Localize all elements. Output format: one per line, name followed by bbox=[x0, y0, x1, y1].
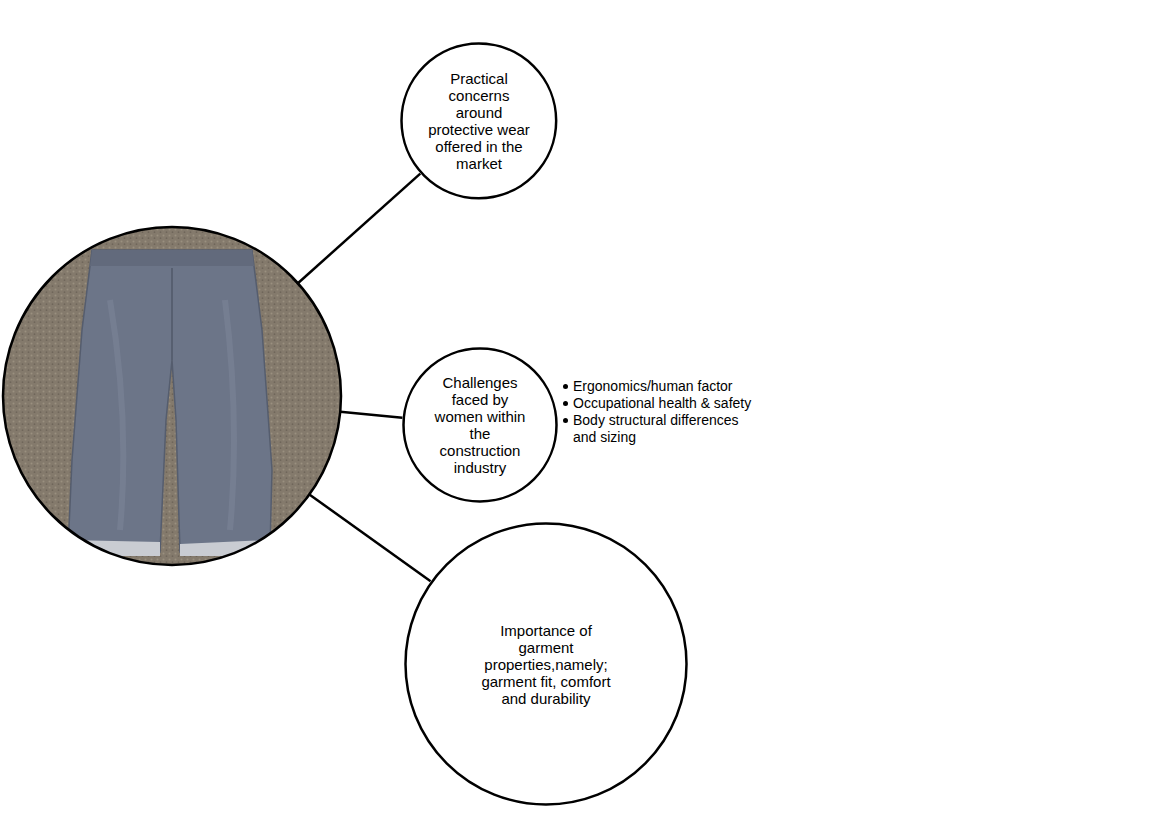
circle-shape bbox=[406, 524, 687, 805]
bullet-item: Body structural differences and sizing bbox=[562, 412, 758, 446]
bullet-item: Occupational health & safety bbox=[562, 395, 758, 412]
bullet-list: Ergonomics/human factorOccupational heal… bbox=[562, 378, 758, 446]
bullet-dot bbox=[563, 384, 568, 389]
bullet-dot bbox=[563, 418, 568, 423]
topic-circle: Importance of garment properties,namely;… bbox=[404, 522, 688, 806]
connector-line bbox=[340, 412, 402, 418]
circle-shape bbox=[404, 349, 557, 502]
connector-line bbox=[298, 174, 420, 284]
bullet-text: Body structural differences and sizing bbox=[573, 412, 739, 445]
bullet-item: Ergonomics/human factor bbox=[562, 378, 758, 395]
circle-shape bbox=[402, 44, 557, 199]
topic-circle: Challenges faced by women within the con… bbox=[402, 347, 558, 503]
bullet-dot bbox=[563, 401, 568, 406]
connector-line bbox=[309, 494, 430, 581]
circle-text: Importance of garment properties,namely;… bbox=[476, 622, 616, 707]
bullet-text: Occupational health & safety bbox=[573, 395, 751, 411]
topic-circle: Practical concerns around protective wea… bbox=[400, 42, 558, 200]
circle-text: Practical concerns around protective wea… bbox=[427, 70, 531, 172]
circle-text: Challenges faced by women within the con… bbox=[430, 374, 530, 476]
bullet-text: Ergonomics/human factor bbox=[573, 378, 733, 394]
